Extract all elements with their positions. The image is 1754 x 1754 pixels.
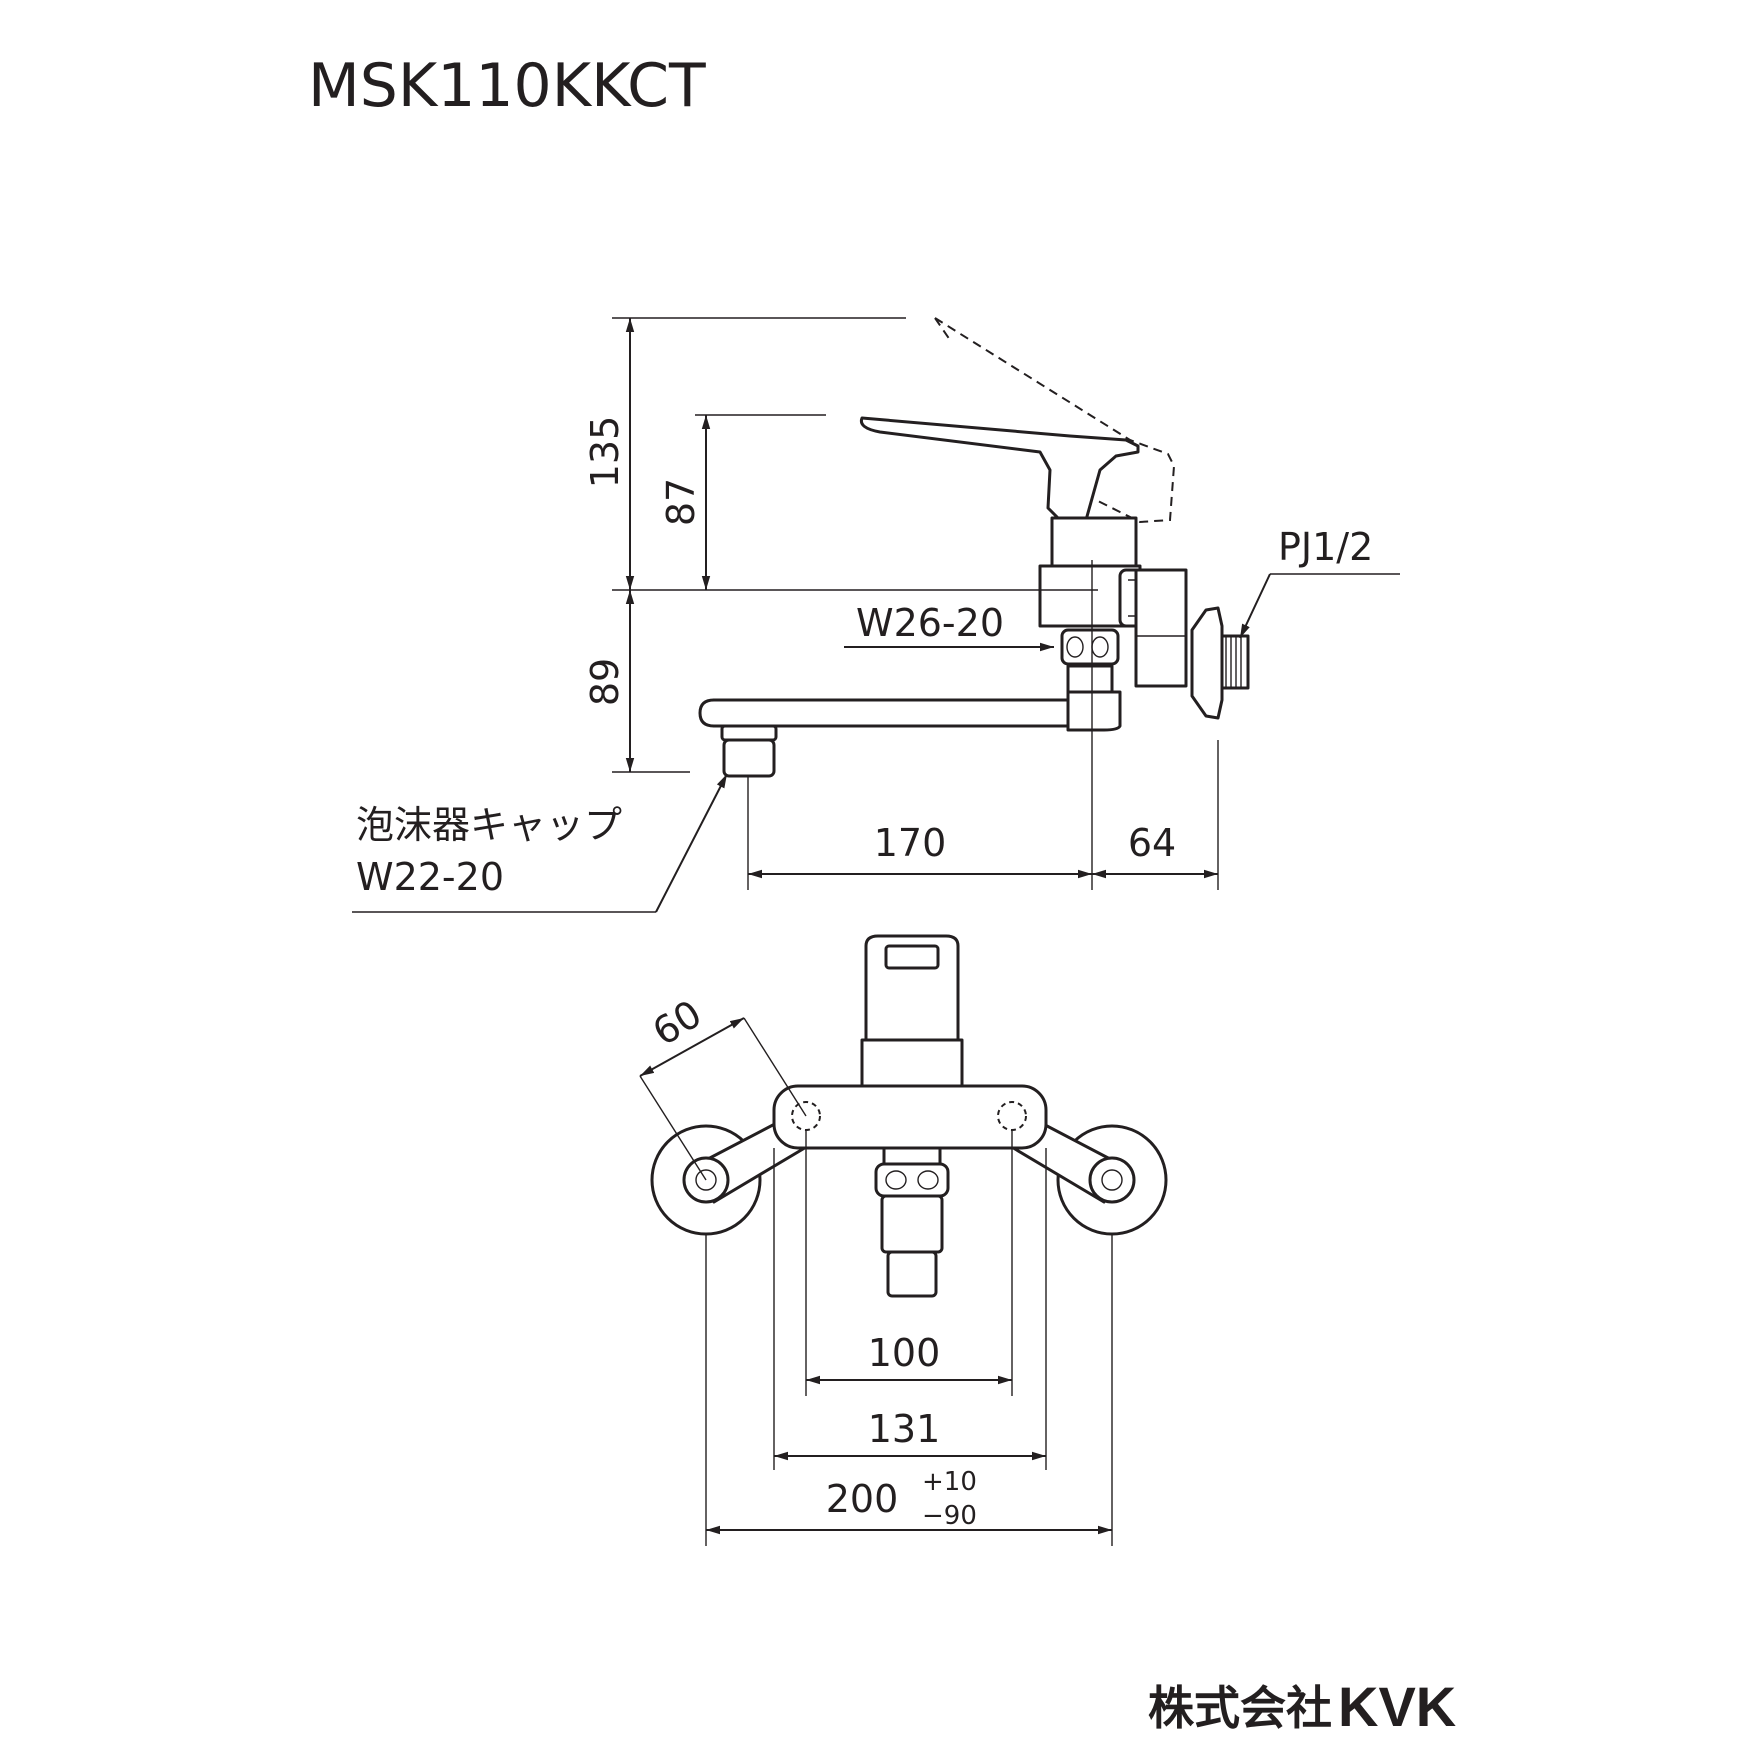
inlet-elbow [1134, 568, 1188, 688]
dim-centers: 200 [826, 1477, 899, 1521]
dim-inner: 100 [868, 1331, 941, 1375]
cartridge-housing [1050, 516, 1138, 568]
spout-arm [698, 698, 1070, 728]
model-title: MSK110KKCT [308, 51, 706, 121]
label-aerator-line1: 泡沫器キャップ [356, 803, 622, 847]
dim-angle: 60 [645, 992, 709, 1055]
dim-body: 131 [868, 1407, 941, 1451]
aerator-ring [720, 724, 778, 742]
tol-plus: +10 [922, 1467, 977, 1497]
dim-spout-reach: 170 [874, 821, 947, 865]
dim-spout-drop: 89 [583, 658, 627, 706]
dim-total-height: 135 [583, 416, 627, 489]
side-view: 135 87 89 170 64 PJ1/2 W26-20 泡沫器キャップ W2… [352, 317, 1400, 913]
label-aerator-line2: W22-20 [356, 855, 504, 899]
faucet-lever [859, 416, 1140, 522]
company-en: KVK [1338, 1675, 1456, 1738]
front-body [772, 1084, 1048, 1150]
union-nut [1060, 628, 1120, 666]
front-view: 60 100 131 200 +10 −90 [639, 934, 1168, 1546]
front-union-nut [874, 1162, 950, 1198]
faucet-lever-raised [934, 317, 1176, 524]
tol-minus: −90 [922, 1501, 977, 1531]
brand-logo: 株式会社 KVK [1148, 1675, 1456, 1738]
dim-wall-offset: 64 [1128, 821, 1176, 865]
company-jp: 株式会社 [1148, 1681, 1332, 1735]
aerator-cap [722, 738, 776, 778]
label-union-thread: W26-20 [856, 601, 1004, 645]
dim-lever-height: 87 [659, 478, 703, 526]
front-outlet [880, 1194, 944, 1254]
front-cartridge [860, 1038, 964, 1088]
wall-flange [1190, 606, 1224, 720]
label-inlet-thread: PJ1/2 [1278, 525, 1373, 569]
